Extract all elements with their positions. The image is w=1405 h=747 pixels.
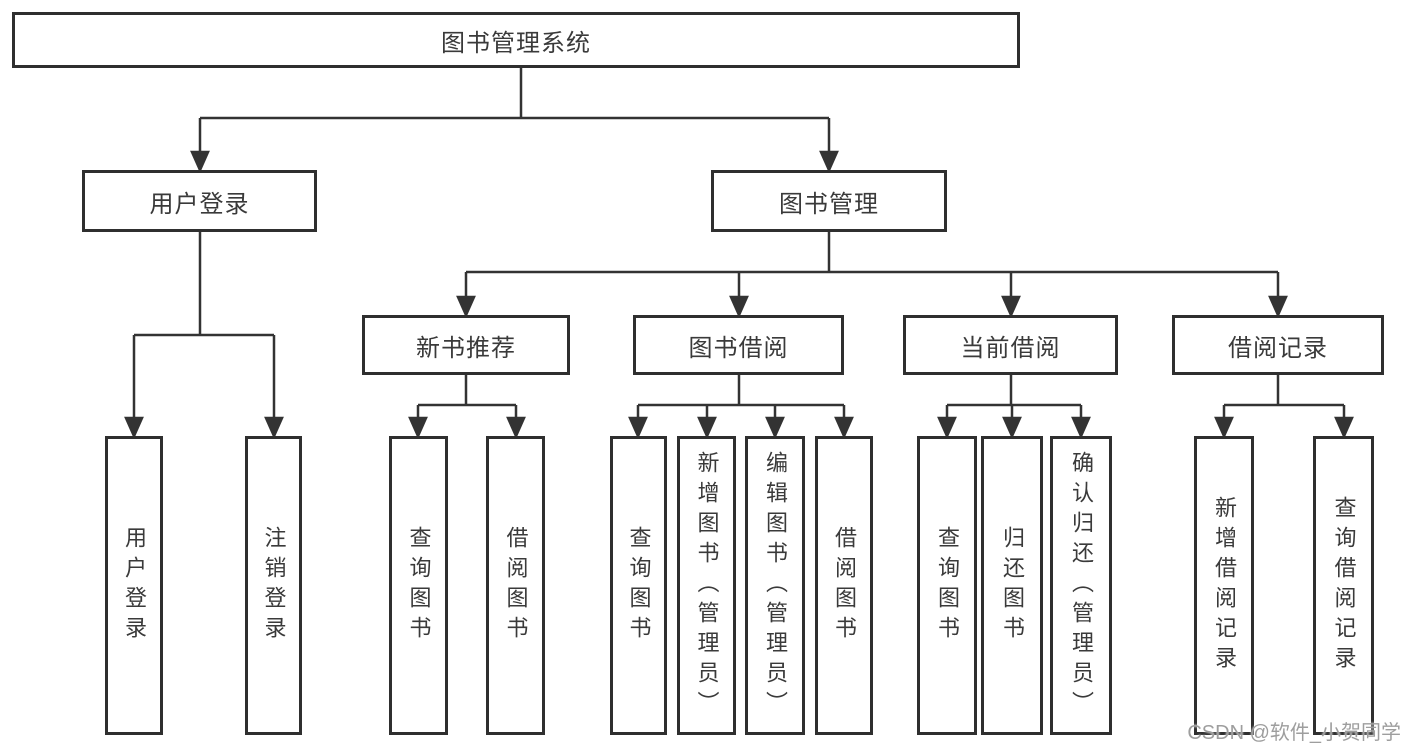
node-book-borrow: 图书借阅 <box>633 315 844 375</box>
leaf-label: 注销登录 <box>261 525 287 646</box>
leaf-bookborrow-edit-books-admin: 编辑图书（管理员） <box>745 436 805 735</box>
leaf-bookborrow-add-books-admin: 新增图书（管理员） <box>677 436 736 735</box>
node-user-login-branch: 用户登录 <box>82 170 317 232</box>
leaf-label: 新增图书（管理员） <box>694 450 720 721</box>
csdn-watermark: CSDN @软件_小贺同学 <box>1187 722 1401 744</box>
leaf-label: 编辑图书（管理员） <box>763 450 788 721</box>
node-book-management-branch: 图书管理 <box>711 170 947 232</box>
node-label: 图书管理 <box>779 190 879 218</box>
leaf-logout: 注销登录 <box>245 436 302 735</box>
leaf-label: 归还图书 <box>1000 525 1025 646</box>
leaf-bookborrow-borrow-books: 借阅图书 <box>815 436 873 735</box>
leaf-label: 确认归还（管理员） <box>1069 450 1094 721</box>
leaf-label: 借阅图书 <box>832 525 857 646</box>
node-borrow-record: 借阅记录 <box>1172 315 1384 375</box>
node-label: 图书借阅 <box>688 334 789 362</box>
leaf-bookborrow-query-books: 查询图书 <box>610 436 667 735</box>
connector-newbookrec-to-leaves <box>408 375 526 440</box>
connector-root-to-level2 <box>190 68 839 174</box>
leaf-user-login: 用户登录 <box>105 436 163 735</box>
leaf-newbookrec-query-books: 查询图书 <box>389 436 448 735</box>
node-current-borrow: 当前借阅 <box>903 315 1118 375</box>
node-label: 图书管理系统 <box>441 29 591 57</box>
leaf-label: 查询图书 <box>406 525 432 646</box>
leaf-label: 查询图书 <box>935 525 960 646</box>
leaf-label: 用户登录 <box>122 525 147 646</box>
connector-currentborrow-to-leaves <box>937 375 1091 440</box>
node-library-management-system: 图书管理系统 <box>12 12 1020 68</box>
leaf-currentborrow-query-books: 查询图书 <box>917 436 977 735</box>
leaf-label: 借阅图书 <box>503 525 529 646</box>
leaf-label: 新增借阅记录 <box>1212 495 1237 676</box>
connector-userlogin-to-leaves <box>124 232 284 440</box>
connector-bookmgmt-to-level3 <box>456 232 1288 319</box>
node-label: 当前借阅 <box>960 334 1061 362</box>
leaf-newbookrec-borrow-books: 借阅图书 <box>486 436 545 735</box>
leaf-borrowrecord-query-record: 查询借阅记录 <box>1313 436 1374 735</box>
node-label: 新书推荐 <box>416 334 516 362</box>
leaf-currentborrow-return-books: 归还图书 <box>981 436 1043 735</box>
connector-bookborrow-to-leaves <box>628 375 854 440</box>
node-label: 用户登录 <box>149 190 250 218</box>
leaf-label: 查询借阅记录 <box>1331 495 1357 676</box>
leaf-borrowrecord-add-record: 新增借阅记录 <box>1194 436 1254 735</box>
node-new-book-recommend: 新书推荐 <box>362 315 570 375</box>
leaf-label: 查询图书 <box>626 525 652 646</box>
node-label: 借阅记录 <box>1228 334 1328 362</box>
connector-borrowrecord-to-leaves <box>1214 375 1354 440</box>
leaf-currentborrow-confirm-return-admin: 确认归还（管理员） <box>1050 436 1112 735</box>
